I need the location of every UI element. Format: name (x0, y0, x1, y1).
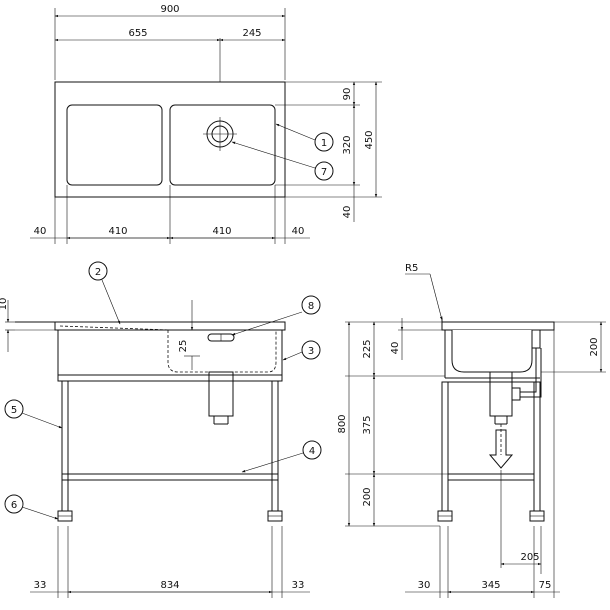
side-bowl (451, 330, 533, 373)
dim-front-right-margin: 33 (292, 580, 305, 591)
callout-1-label: 1 (321, 138, 327, 149)
front-bowl-hidden (167, 330, 277, 373)
dim-side-drain-height: 200 (589, 337, 600, 356)
dim-plan-height-bowl: 320 (342, 135, 353, 154)
dim-plan-height-total: 450 (364, 130, 375, 149)
dim-side-height-total: 800 (337, 414, 348, 433)
dim-front-span: 834 (160, 580, 179, 591)
drain-direction-arrow-icon (488, 429, 514, 469)
callout-2-bubble (88, 261, 108, 281)
plan-bowl (169, 104, 276, 186)
callout-6-label: 6 (11, 500, 17, 511)
dim-side-height-bowl: 225 (362, 339, 373, 358)
dim-plan-bottom-d: 40 (292, 226, 305, 237)
dim-side-height-mid: 375 (362, 415, 373, 434)
dim-side-radius: R5 (405, 263, 418, 274)
callout-8-bubble (301, 295, 321, 315)
dim-side-bottom-a: 30 (418, 580, 431, 591)
callout-8-label: 8 (308, 301, 314, 312)
callout-3-bubble (301, 340, 321, 360)
dim-plan-height-bottom: 40 (342, 206, 353, 219)
dim-side-drain-offset: 205 (520, 552, 539, 563)
callout-5-bubble (4, 399, 24, 419)
callout-4-bubble (302, 440, 322, 460)
front-crossbar (57, 374, 283, 382)
dim-plan-right-segment: 245 (242, 28, 261, 39)
dim-plan-left-segment: 655 (128, 28, 147, 39)
dim-side-height-bottom: 200 (362, 487, 373, 506)
side-overflow-joint (511, 387, 521, 401)
dim-front-top-thickness: 10 (0, 298, 9, 311)
side-top-slab (441, 321, 555, 331)
dim-plan-total-width: 900 (160, 4, 179, 15)
front-view: 10 25 33 834 33 2 8 3 5 4 6 (0, 261, 322, 598)
side-undershelf (447, 473, 535, 481)
callout-3-label: 3 (308, 346, 314, 357)
dim-plan-bottom-c: 410 (212, 226, 231, 237)
side-view: R5 800 225 375 200 40 200 205 (337, 263, 606, 598)
plan-view: 900 655 245 90 320 40 450 40 410 410 40 (30, 4, 382, 244)
callout-4-label: 4 (309, 446, 315, 457)
callout-7-bubble (314, 161, 334, 181)
front-leg-right (271, 380, 279, 512)
front-undershelf (61, 473, 279, 481)
dim-front-bowl-offset: 25 (178, 340, 189, 353)
dim-side-edge-drop: 40 (390, 342, 401, 355)
front-drain-pipe (208, 371, 234, 417)
callout-5-label: 5 (11, 405, 17, 416)
dim-front-left-margin: 33 (34, 580, 47, 591)
side-riser (531, 329, 541, 349)
side-leg-left (441, 381, 449, 512)
side-drain-pipe (489, 371, 513, 417)
dim-plan-bottom-b: 410 (108, 226, 127, 237)
dim-side-bottom-b: 345 (481, 580, 500, 591)
dim-plan-bottom-a: 40 (34, 226, 47, 237)
dim-side-bottom-c: 75 (539, 580, 552, 591)
callout-7-label: 7 (321, 167, 327, 178)
callout-1-bubble (314, 132, 334, 152)
dim-plan-height-top: 90 (342, 88, 353, 101)
callout-6-bubble (4, 494, 24, 514)
side-leg-right (533, 381, 541, 512)
callout-2-label: 2 (95, 267, 101, 278)
front-leg-left (61, 380, 69, 512)
plan-drainboard (66, 104, 163, 186)
